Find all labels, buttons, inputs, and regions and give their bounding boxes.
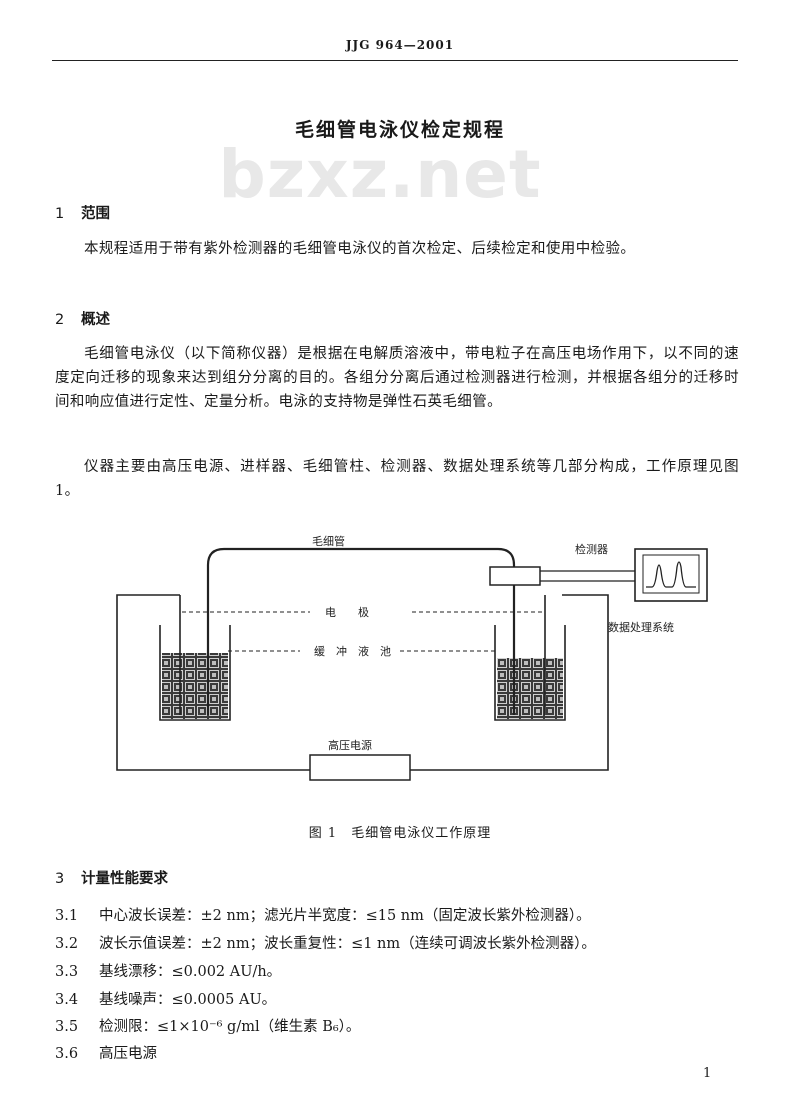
item-number: 3.2 [55, 936, 79, 952]
item-number: 3.6 [55, 1046, 79, 1062]
figure-1-diagram: 高压电源 毛细管 检测器 数据处理系统 电 极 缓 冲 液 池 [116, 534, 708, 781]
section-number: 2 [55, 312, 65, 328]
page-title: 毛细管电泳仪检定规程 [294, 119, 505, 141]
requirement-item: 3.2 波长示值误差：±2 nm；波长重复性：≤1 nm（连续可调波长紫外检测器）… [55, 932, 596, 953]
detector-signal-wire [540, 570, 635, 582]
detector-cell [489, 566, 541, 586]
section-title: 范围 [81, 206, 110, 222]
section-1-heading: 1 范围 [55, 202, 110, 223]
requirement-item: 3.4 基线噪声：≤0.0005 AU。 [55, 988, 276, 1009]
hv-supply-label: 高压电源 [328, 738, 372, 752]
item-number: 3.3 [55, 964, 79, 980]
item-text: 高压电源 [99, 1046, 157, 1062]
capillary-label: 毛细管 [312, 534, 345, 548]
section-title: 概述 [81, 312, 110, 328]
hv-circuit-wire [116, 594, 609, 771]
item-text: 基线噪声：≤0.0005 AU。 [99, 992, 277, 1008]
figure-caption: 图 1 毛细管电泳仪工作原理 [308, 826, 492, 841]
item-number: 3.5 [55, 1019, 79, 1035]
right-buffer-fill [497, 658, 563, 719]
standard-code: JJG 964—2001 [345, 38, 455, 52]
section-1-paragraph: 本规程适用于带有紫外检测器的毛细管电泳仪的首次检定、后续检定和使用中检验。 [84, 241, 636, 257]
section-3-heading: 3 计量性能要求 [55, 867, 168, 888]
page-number: 1 [703, 1066, 712, 1081]
section-number: 1 [55, 206, 65, 222]
item-text: 波长示值误差：±2 nm；波长重复性：≤1 nm（连续可调波长紫外检测器）。 [99, 936, 596, 952]
right-reservoir [494, 625, 566, 721]
requirement-item: 3.5 检测限：≤1×10⁻⁶ g/ml（维生素 B₆）。 [55, 1015, 360, 1036]
section-number: 3 [55, 871, 65, 887]
left-buffer-fill [162, 653, 228, 719]
buffer-label: 缓 冲 液 池 [314, 644, 391, 658]
capillary-tube [206, 547, 516, 715]
watermark: bzxz.net [218, 136, 542, 213]
section-2-paragraph-1: 毛细管电泳仪（以下简称仪器）是根据在电解质溶液中，带电粒子在高压电场作用下，以不… [55, 346, 739, 410]
item-text: 基线漂移：≤0.002 AU/h。 [99, 964, 282, 980]
header-rule [52, 60, 738, 61]
hv-supply-box [309, 754, 411, 781]
electropherogram-trace [646, 561, 696, 588]
item-text: 检测限：≤1×10⁻⁶ g/ml（维生素 B₆）。 [99, 1019, 361, 1035]
section-title: 计量性能要求 [81, 871, 168, 887]
requirement-item: 3.6 高压电源 [55, 1042, 157, 1063]
left-reservoir [159, 625, 231, 721]
detector-label: 检测器 [575, 542, 608, 556]
data-system-label: 数据处理系统 [608, 620, 674, 634]
item-number: 3.1 [55, 908, 79, 924]
requirement-item: 3.3 基线漂移：≤0.002 AU/h。 [55, 960, 281, 981]
item-text: 中心波长误差：±2 nm；滤光片半宽度：≤15 nm（固定波长紫外检测器）。 [99, 908, 591, 924]
item-number: 3.4 [55, 992, 79, 1008]
section-2-paragraph-2: 仪器主要由高压电源、进样器、毛细管柱、检测器、数据处理系统等几部分构成，工作原理… [55, 459, 739, 499]
section-2-heading: 2 概述 [55, 308, 110, 329]
requirement-item: 3.1 中心波长误差：±2 nm；滤光片半宽度：≤15 nm（固定波长紫外检测器）… [55, 904, 591, 925]
electrode-label: 电 极 [325, 605, 369, 619]
